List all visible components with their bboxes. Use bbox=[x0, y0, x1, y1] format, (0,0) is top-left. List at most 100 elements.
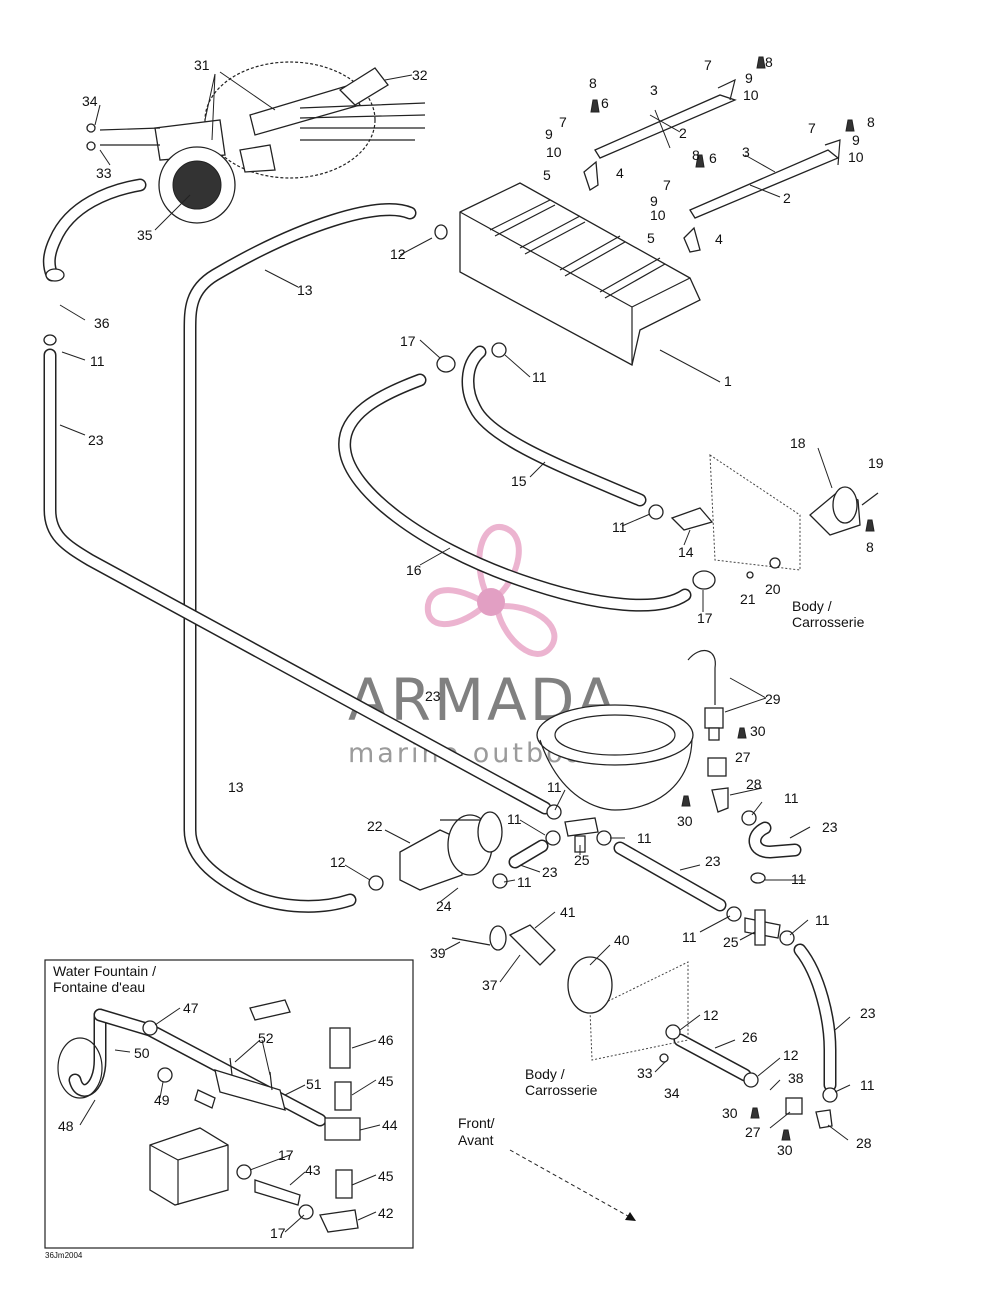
callout-28: 28 bbox=[856, 1135, 872, 1151]
callout-9: 9 bbox=[852, 132, 860, 148]
callout-23: 23 bbox=[425, 688, 441, 704]
callout-8: 8 bbox=[589, 75, 597, 91]
callout-12: 12 bbox=[783, 1047, 799, 1063]
callout-51: 51 bbox=[306, 1076, 322, 1092]
label-body-2b: Carrosserie bbox=[525, 1082, 598, 1098]
callout-23: 23 bbox=[860, 1005, 876, 1021]
label-front-b: Avant bbox=[458, 1132, 494, 1148]
callout-12: 12 bbox=[390, 246, 406, 262]
callout-50: 50 bbox=[134, 1045, 150, 1061]
callout-29: 29 bbox=[765, 691, 781, 707]
callout-14: 14 bbox=[678, 544, 694, 560]
callout-5: 5 bbox=[647, 230, 655, 246]
callout-30: 30 bbox=[722, 1105, 738, 1121]
callout-11: 11 bbox=[90, 353, 105, 369]
fitting-28 bbox=[711, 787, 833, 1129]
callout-37: 37 bbox=[482, 977, 498, 993]
callout-43: 43 bbox=[305, 1162, 321, 1178]
callout-7: 7 bbox=[704, 57, 712, 73]
callout-12: 12 bbox=[703, 1007, 719, 1023]
callout-11: 11 bbox=[517, 874, 532, 890]
callout-32: 32 bbox=[412, 67, 428, 83]
inset-title: Water Fountain / bbox=[53, 963, 156, 979]
callout-24: 24 bbox=[436, 898, 452, 914]
callout-27: 27 bbox=[735, 749, 751, 765]
pump-assembly bbox=[99, 61, 426, 179]
fill-neck-18 bbox=[809, 486, 861, 536]
callout-6: 6 bbox=[601, 95, 609, 111]
inset-box bbox=[44, 959, 414, 1249]
callout-33: 33 bbox=[96, 165, 112, 181]
hose-clamps bbox=[43, 224, 838, 1103]
mount-bracket-upper bbox=[583, 78, 737, 191]
callout-8: 8 bbox=[866, 539, 874, 555]
callout-52: 52 bbox=[258, 1030, 274, 1046]
callout-30: 30 bbox=[777, 1142, 793, 1158]
callout-17: 17 bbox=[270, 1225, 286, 1241]
fitting-27 bbox=[707, 757, 803, 1115]
leader-lines bbox=[59, 71, 851, 1233]
callout-25: 25 bbox=[723, 934, 739, 950]
callout-20: 20 bbox=[765, 581, 781, 597]
callout-18: 18 bbox=[790, 435, 806, 451]
callout-38: 38 bbox=[788, 1070, 804, 1086]
callout-23: 23 bbox=[88, 432, 104, 448]
callout-9: 9 bbox=[545, 126, 553, 142]
callout-4: 4 bbox=[616, 165, 624, 181]
callout-41: 41 bbox=[560, 904, 576, 920]
callout-21: 21 bbox=[740, 591, 756, 607]
hose-26 bbox=[673, 1033, 752, 1082]
callout-6: 6 bbox=[709, 150, 717, 166]
pump-22 bbox=[399, 811, 503, 891]
label-body-1: Body / bbox=[792, 598, 832, 614]
tee-fitting-25a bbox=[564, 817, 599, 853]
outlet-40 bbox=[489, 924, 613, 1014]
callout-7: 7 bbox=[808, 120, 816, 136]
front-arrow bbox=[509, 1149, 636, 1221]
callout-15: 15 bbox=[511, 473, 527, 489]
hose-23-long bbox=[43, 348, 552, 815]
callout-28: 28 bbox=[746, 776, 762, 792]
sink-bowl bbox=[536, 704, 694, 811]
callout-30: 30 bbox=[677, 813, 693, 829]
callout-10: 10 bbox=[546, 144, 562, 160]
callout-11: 11 bbox=[682, 929, 697, 945]
callout-8: 8 bbox=[692, 147, 700, 163]
hose-13 bbox=[183, 203, 417, 913]
callout-31: 31 bbox=[194, 57, 210, 73]
callout-11: 11 bbox=[784, 790, 799, 806]
mount-bracket-lower bbox=[683, 139, 841, 253]
callout-22: 22 bbox=[367, 818, 383, 834]
tee-fitting-25b bbox=[744, 909, 781, 946]
callout-3: 3 bbox=[650, 82, 658, 98]
callout-12: 12 bbox=[330, 854, 346, 870]
body-panel-2 bbox=[589, 961, 689, 1061]
footer-code: 36Jm2004 bbox=[45, 1251, 83, 1260]
callout-49: 49 bbox=[154, 1092, 170, 1108]
callout-10: 10 bbox=[848, 149, 864, 165]
callout-33: 33 bbox=[637, 1065, 653, 1081]
callout-17: 17 bbox=[278, 1147, 294, 1163]
hose-23-short bbox=[748, 821, 802, 859]
callout-46: 46 bbox=[378, 1032, 394, 1048]
callout-5: 5 bbox=[543, 167, 551, 183]
callout-30: 30 bbox=[750, 723, 766, 739]
callout-45: 45 bbox=[378, 1073, 394, 1089]
label-body-1b: Carrosserie bbox=[792, 614, 865, 630]
hose-23-upper bbox=[42, 178, 147, 282]
callouts: 31 32 34 33 35 36 11 23 13 12 17 11 1 15… bbox=[58, 54, 884, 1241]
callout-47: 47 bbox=[183, 1000, 199, 1016]
callout-34: 34 bbox=[664, 1085, 680, 1101]
water-tank bbox=[459, 182, 701, 366]
inset-title-b: Fontaine d'eau bbox=[53, 979, 145, 995]
callout-23: 23 bbox=[542, 864, 558, 880]
hose-23-small bbox=[508, 839, 549, 869]
elbow-14 bbox=[670, 507, 714, 531]
callout-42: 42 bbox=[378, 1205, 394, 1221]
callout-45: 45 bbox=[378, 1168, 394, 1184]
callout-48: 48 bbox=[58, 1118, 74, 1134]
inset-fountain bbox=[57, 999, 361, 1233]
callout-27: 27 bbox=[745, 1124, 761, 1140]
callout-11: 11 bbox=[547, 779, 562, 795]
